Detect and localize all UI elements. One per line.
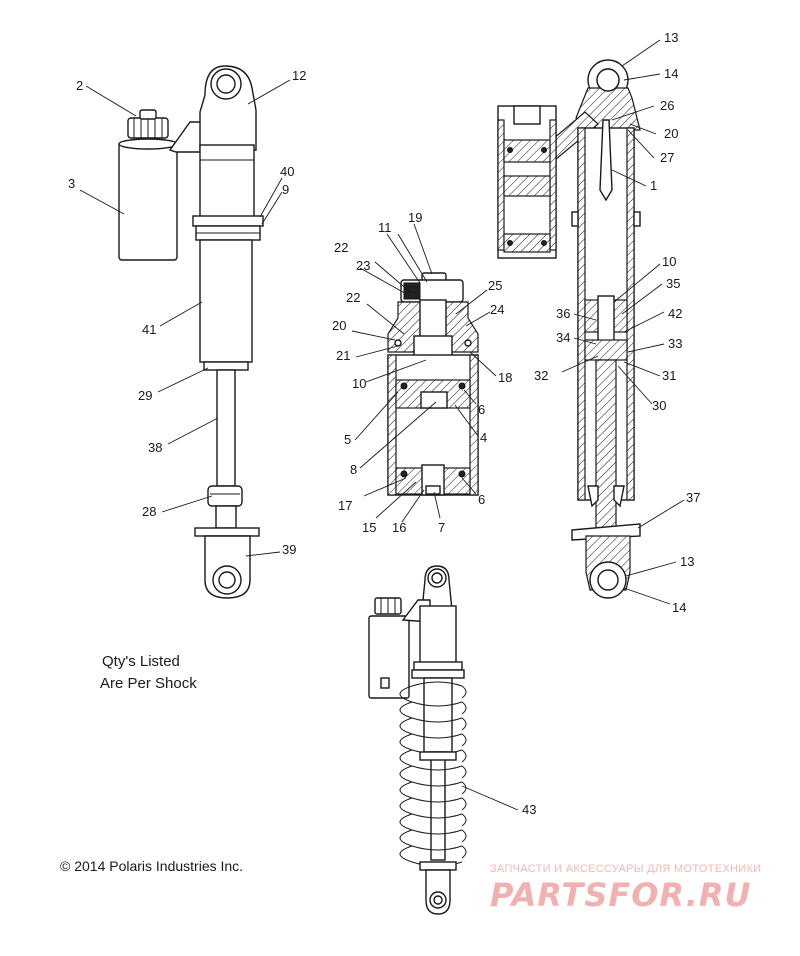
callout-11: 11 (378, 220, 392, 235)
callout-3: 3 (68, 176, 75, 191)
callout-33: 33 (668, 336, 682, 351)
preload-collar (192, 215, 264, 227)
callout-17: 17 (338, 498, 352, 513)
upper-shock-body (199, 144, 255, 218)
callout-28: 28 (142, 504, 156, 519)
callout-21: 21 (336, 348, 350, 363)
callout-6-lower: 6 (478, 492, 485, 507)
shock-body (199, 239, 253, 363)
callout-10-right: 10 (662, 254, 676, 269)
callout-31: 31 (662, 368, 676, 383)
callout-13-top: 13 (664, 30, 678, 45)
callout-15: 15 (362, 520, 376, 535)
callout-34: 34 (556, 330, 570, 345)
callout-42: 42 (668, 306, 682, 321)
right-shock-shaft (595, 359, 617, 541)
reservoir-cross-section (387, 272, 479, 496)
callout-22-lower: 22 (346, 290, 360, 305)
qty-note-line1: Qty's Listed (102, 653, 180, 670)
qty-note: Qty's Listed Are Per Shock (100, 651, 197, 695)
callout-10-center: 10 (352, 376, 366, 391)
leader-lines (79, 39, 685, 811)
coilover-assembly (368, 565, 467, 915)
watermark-brand: PARTSFOR.RU (490, 876, 752, 914)
callout-41: 41 (142, 322, 156, 337)
callout-43: 43 (522, 802, 536, 817)
callout-20-center: 20 (332, 318, 346, 333)
callout-6-upper: 6 (478, 402, 485, 417)
callout-labels: 2 3 12 40 9 41 29 38 28 39 11 19 22 23 2… (68, 30, 700, 817)
callout-2: 2 (76, 78, 83, 93)
callout-37: 37 (686, 490, 700, 505)
callout-39: 39 (282, 542, 296, 557)
callout-35: 35 (666, 276, 680, 291)
bottom-out-bumper (207, 485, 243, 507)
right-shock-section (497, 59, 641, 599)
callout-36: 36 (556, 306, 570, 321)
callout-14-bottom: 14 (672, 600, 686, 615)
callout-25: 25 (488, 278, 502, 293)
qty-note-line2: Are Per Shock (100, 675, 197, 692)
lower-mount-plate (194, 527, 260, 537)
callout-32: 32 (534, 368, 548, 383)
left-shock-assembly (118, 65, 264, 599)
callout-18: 18 (498, 370, 512, 385)
reservoir-body (118, 141, 178, 261)
callout-12: 12 (292, 68, 306, 83)
callout-13-bottom: 13 (680, 554, 694, 569)
callout-26: 26 (660, 98, 674, 113)
callout-38: 38 (148, 440, 162, 455)
callout-27: 27 (660, 150, 674, 165)
callout-16: 16 (392, 520, 406, 535)
callout-23: 23 (356, 258, 370, 273)
shock-shaft (216, 369, 236, 487)
callout-20-right: 20 (664, 126, 678, 141)
callout-7: 7 (438, 520, 445, 535)
callout-22-upper: 22 (334, 240, 348, 255)
callout-19: 19 (408, 210, 422, 225)
callout-29: 29 (138, 388, 152, 403)
callout-5: 5 (344, 432, 351, 447)
callout-30: 30 (652, 398, 666, 413)
watermark-tagline: ЗАПЧАСТИ И АКСЕССУАРЫ ДЛЯ МОТОТЕХНИКИ (490, 863, 762, 875)
callout-40: 40 (280, 164, 294, 179)
callout-14-top: 14 (664, 66, 678, 81)
callout-8: 8 (350, 462, 357, 477)
callout-9: 9 (282, 182, 289, 197)
callout-24: 24 (490, 302, 504, 317)
callout-1: 1 (650, 178, 657, 193)
copyright-text: © 2014 Polaris Industries Inc. (60, 858, 244, 874)
callout-4: 4 (480, 430, 487, 445)
